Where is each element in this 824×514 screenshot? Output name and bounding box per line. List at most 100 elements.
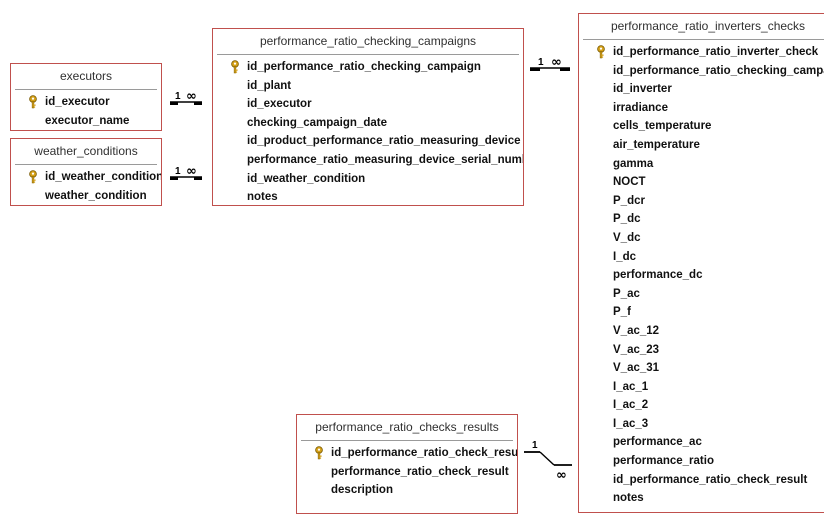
field-name: V_dc — [613, 231, 641, 244]
field-name: id_performance_ratio_inverter_check — [613, 46, 819, 58]
field-row[interactable]: id_executor — [213, 95, 523, 114]
field-name: performance_ac — [613, 436, 702, 449]
primary-key-field[interactable]: id_performance_ratio_inverter_check — [579, 43, 824, 62]
field-name: P_f — [613, 306, 631, 319]
field-row[interactable]: id_weather_condition — [213, 170, 523, 189]
field-row[interactable]: performance_ratio_check_result — [297, 463, 517, 482]
field-name: I_dc — [613, 250, 637, 263]
field-row[interactable]: I_ac_2 — [579, 396, 824, 415]
field-row[interactable]: P_dc — [579, 210, 824, 229]
field-row[interactable]: I_ac_3 — [579, 415, 824, 434]
rel-many-label: ∞ — [186, 164, 197, 179]
field-row[interactable]: I_dc — [579, 248, 824, 267]
relationship-lines: 1 ∞ 1 ∞ 1 ∞ 1 ∞ — [170, 55, 572, 483]
field-row[interactable]: notes — [213, 188, 523, 205]
field-name: id_plant — [247, 79, 292, 92]
table-title: weather_conditions — [34, 144, 138, 158]
rel-many-label: ∞ — [556, 468, 567, 483]
field-row[interactable]: id_product_performance_ratio_measuring_d… — [213, 132, 523, 151]
field-name: id_weather_condition — [45, 171, 162, 183]
field-name: performance_ratio — [613, 455, 714, 468]
field-name: P_dcr — [613, 194, 645, 207]
title-separator — [15, 89, 157, 90]
field-name: NOCT — [613, 176, 646, 189]
field-name: irradiance — [613, 101, 668, 114]
field-name: cells_temperature — [613, 120, 712, 133]
field-list: id_weather_condition weather_condition — [11, 165, 161, 205]
primary-key-icon — [231, 60, 239, 74]
field-name: performance_ratio_measuring_device_seria… — [247, 153, 524, 166]
field-name: weather_condition — [45, 189, 147, 202]
title-separator — [15, 164, 157, 165]
field-row[interactable]: V_ac_31 — [579, 359, 824, 378]
title-separator — [583, 39, 824, 40]
field-row[interactable]: I_ac_1 — [579, 378, 824, 397]
field-row[interactable]: V_ac_23 — [579, 341, 824, 360]
field-name: P_dc — [613, 213, 641, 226]
field-name: id_product_performance_ratio_measuring_d… — [247, 135, 521, 148]
field-row[interactable]: performance_ac — [579, 433, 824, 452]
table-title: performance_ratio_checking_campaigns — [259, 34, 477, 48]
rel-many-label: ∞ — [551, 55, 562, 70]
field-row[interactable]: NOCT — [579, 173, 824, 192]
field-row[interactable]: cells_temperature — [579, 117, 824, 136]
table-title: executors — [59, 69, 113, 83]
title-separator — [217, 54, 519, 55]
relationship-results-inverter-checks: 1 ∞ — [524, 440, 572, 483]
field-row[interactable]: performance_ratio_measuring_device_seria… — [213, 151, 523, 170]
field-name: V_ac_12 — [613, 324, 660, 337]
table-title: performance_ratio_checks_results — [315, 420, 499, 434]
field-row[interactable]: id_performance_ratio_check_result — [579, 471, 824, 490]
field-row[interactable]: P_f — [579, 303, 824, 322]
field-name: notes — [247, 191, 278, 204]
table-performance-ratio-checking-campaigns[interactable]: performance_ratio_checking_campaigns id_p… — [212, 28, 524, 206]
field-name: id_performance_ratio_check_result — [331, 447, 518, 459]
rel-one-label: 1 — [175, 91, 181, 102]
field-row[interactable]: id_performance_ratio_checking_campaign — [579, 62, 824, 81]
field-name: id_executor — [247, 98, 312, 111]
field-name: I_ac_1 — [613, 380, 649, 393]
primary-key-field[interactable]: id_weather_condition — [11, 168, 161, 187]
field-name: id_performance_ratio_checking_campaign — [247, 61, 481, 73]
field-name: id_executor — [45, 96, 110, 108]
field-row[interactable]: id_inverter — [579, 80, 824, 99]
rel-many-label: ∞ — [186, 89, 197, 104]
relationship-campaigns-inverter-checks: 1 ∞ — [530, 55, 570, 71]
field-row[interactable]: gamma — [579, 155, 824, 174]
field-row[interactable]: V_ac_12 — [579, 322, 824, 341]
rel-one-label: 1 — [538, 57, 544, 68]
field-row[interactable]: V_dc — [579, 229, 824, 248]
field-row[interactable]: id_plant — [213, 77, 523, 96]
field-row[interactable]: performance_dc — [579, 266, 824, 285]
field-row[interactable]: P_dcr — [579, 192, 824, 211]
field-list: id_executor executor_name — [11, 90, 161, 130]
field-name: air_temperature — [613, 138, 700, 151]
field-name: id_performance_ratio_checking_campaign — [613, 64, 824, 77]
field-name: id_inverter — [613, 83, 672, 96]
field-row[interactable]: P_ac — [579, 285, 824, 304]
field-row[interactable]: irradiance — [579, 99, 824, 118]
primary-key-field[interactable]: id_executor — [11, 93, 161, 112]
primary-key-icon — [29, 170, 37, 184]
relationship-executors-campaigns: 1 ∞ — [170, 89, 202, 105]
field-row[interactable]: air_temperature — [579, 136, 824, 155]
relationship-weather-campaigns: 1 ∞ — [170, 164, 202, 180]
primary-key-field[interactable]: id_performance_ratio_check_result — [297, 444, 517, 463]
field-name: gamma — [613, 157, 654, 170]
field-name: V_ac_31 — [613, 362, 660, 375]
field-row[interactable]: executor_name — [11, 112, 161, 130]
field-name: V_ac_23 — [613, 343, 660, 356]
table-executors[interactable]: executors id_executor executor_name — [10, 63, 162, 131]
field-row[interactable]: performance_ratio — [579, 452, 824, 471]
primary-key-field[interactable]: id_performance_ratio_checking_campaign — [213, 58, 523, 77]
rel-one-label: 1 — [175, 166, 181, 177]
field-name: checking_campaign_date — [247, 116, 387, 129]
table-performance-ratio-checks-results[interactable]: performance_ratio_checks_results id_perfo… — [296, 414, 518, 514]
field-row[interactable]: checking_campaign_date — [213, 114, 523, 133]
field-row[interactable]: description — [297, 481, 517, 500]
field-row[interactable]: weather_condition — [11, 187, 161, 205]
